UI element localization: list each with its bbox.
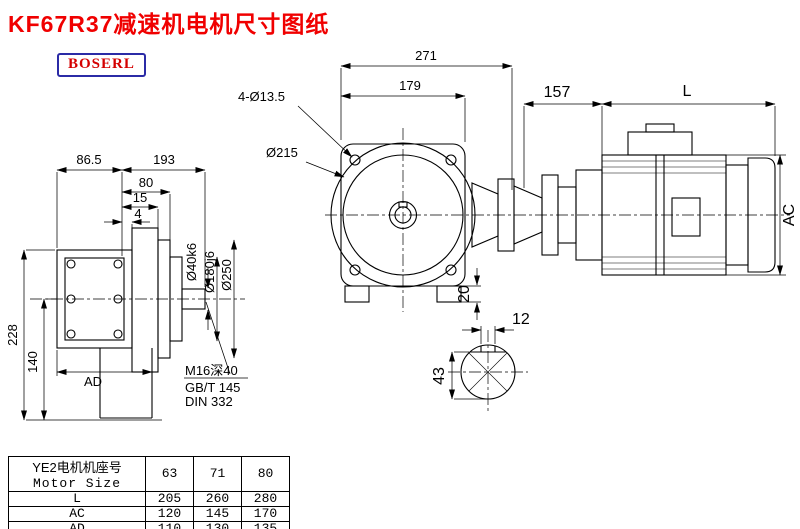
- fan-cover: [747, 157, 776, 273]
- dim-ad: AD: [84, 374, 102, 389]
- row-label-AD: AD: [8, 521, 146, 529]
- dim-12: 12: [512, 311, 530, 328]
- holes-note: 4-Ø13.5: [238, 89, 285, 104]
- value-L-80: 280: [241, 491, 290, 507]
- dim-193: 193: [153, 152, 175, 167]
- dim-15: 15: [133, 190, 147, 205]
- brand-logo: BOSERL: [57, 53, 146, 77]
- page-title: KF67R37减速机电机尺寸图纸: [8, 11, 330, 37]
- value-AC-63: 120: [145, 506, 194, 522]
- std-note-din: DIN 332: [185, 394, 233, 409]
- value-AD-63: 110: [145, 521, 194, 529]
- std-note-gb: GB/T 145: [185, 380, 240, 395]
- size-col-71: 71: [193, 456, 242, 492]
- terminal-box: [627, 131, 693, 156]
- dim-L: L: [683, 83, 692, 100]
- dia-215-label: Ø215: [266, 145, 298, 160]
- tap-note: M16深40: [185, 363, 238, 378]
- front-view: 271 179 4-Ø13.5 Ø215 20: [238, 48, 790, 320]
- dim-228: 228: [5, 324, 20, 346]
- dim-AC: AC: [781, 204, 798, 226]
- value-L-71: 260: [193, 491, 242, 507]
- dim-80: 80: [139, 175, 153, 190]
- table-row-AC: AC 120 145 170: [8, 506, 290, 522]
- dim-43: 43: [431, 367, 448, 385]
- dim-140: 140: [25, 351, 40, 373]
- value-AD-71: 130: [193, 521, 242, 529]
- header-motor-size-en: Motor Size: [32, 476, 121, 491]
- value-AC-80: 170: [241, 506, 290, 522]
- size-col-80: 80: [241, 456, 290, 492]
- left-view: 86.5 193 80 15 4 228 140 AD Ø40k6 Ø180j6: [5, 152, 248, 421]
- dim-20: 20: [456, 285, 473, 303]
- dia-shaft-label: Ø40k6: [184, 243, 199, 281]
- dia-spigot-label: Ø180j6: [202, 251, 217, 293]
- table-header-row: YE2电机机座号 Motor Size 63 71 80: [8, 456, 290, 492]
- table-row-AD: AD 110 130 135: [8, 521, 290, 529]
- nameplate: [671, 197, 701, 237]
- dim-157: 157: [544, 84, 571, 101]
- row-label-L: L: [8, 491, 146, 507]
- row-label-AC: AC: [8, 506, 146, 522]
- dia-flange-label: Ø250: [219, 259, 234, 291]
- header-motor-size-cn: YE2电机机座号: [32, 460, 122, 475]
- motor-size-table: YE2电机机座号 Motor Size 63 71 80 L 205 260 2…: [8, 456, 290, 529]
- dim-271: 271: [415, 48, 437, 63]
- dim-179: 179: [399, 78, 421, 93]
- table-row-L: L 205 260 280: [8, 491, 290, 507]
- dim-4: 4: [134, 206, 141, 221]
- header-motor-size: YE2电机机座号 Motor Size: [8, 456, 146, 492]
- shaft-section-view: 12 43: [431, 311, 530, 414]
- size-col-63: 63: [145, 456, 194, 492]
- motor-view: 157 L AC: [471, 83, 798, 276]
- value-L-63: 205: [145, 491, 194, 507]
- value-AC-71: 145: [193, 506, 242, 522]
- dim-86-5: 86.5: [76, 152, 101, 167]
- value-AD-80: 135: [241, 521, 290, 529]
